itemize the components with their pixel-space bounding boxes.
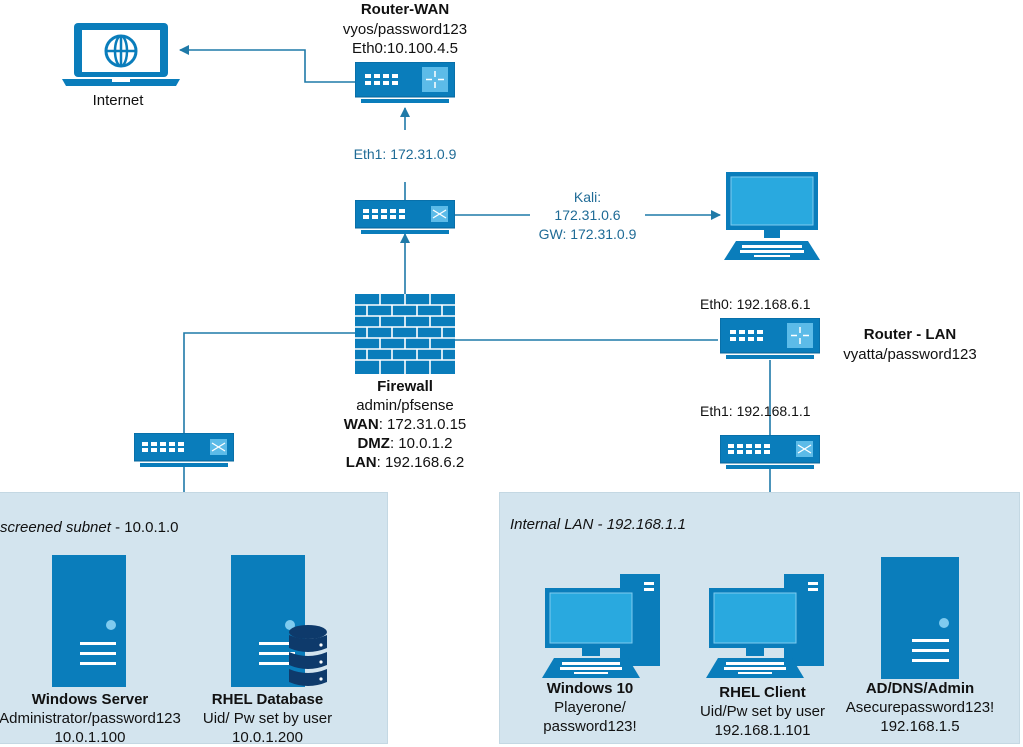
windows-server-icon[interactable]	[52, 555, 126, 687]
rhel-database-server-icon[interactable]	[231, 555, 331, 691]
rhel-database-ip: 10.0.1.200	[232, 729, 303, 746]
dmz-zone-title-rest: - 10.0.1.0	[110, 519, 179, 536]
router-lan-title-text: Router - LAN	[863, 326, 957, 343]
rhel-database-name-text: RHEL Database	[211, 691, 324, 708]
wire-router-wan-internet	[179, 45, 356, 83]
firewall-dmz-value: : 10.0.1.2	[389, 435, 453, 452]
internet-laptop-icon[interactable]	[62, 20, 180, 90]
router-lan-icon[interactable]	[720, 318, 820, 360]
database-icon	[289, 625, 327, 686]
windows10-name-text: Windows 10	[546, 680, 634, 697]
firewall-title: Firewall	[340, 377, 470, 396]
windows-server-name: Windows Server	[0, 690, 190, 709]
router-wan-title-text: Router-WAN	[360, 1, 450, 18]
router-lan-title: Router - LAN	[835, 325, 985, 344]
windows-server-name-text: Windows Server	[31, 691, 149, 708]
windows10-name: Windows 10	[520, 679, 660, 698]
firewall-lan: LAN: 192.168.6.2	[320, 453, 490, 472]
firewall-icon[interactable]	[355, 294, 455, 374]
kali-desktop-icon[interactable]	[722, 172, 822, 264]
lan-zone-title: Internal LAN - 192.168.1.1	[510, 516, 686, 533]
firewall-creds: admin/pfsense	[356, 397, 454, 414]
firewall-dmz-key: DMZ	[357, 435, 390, 452]
rhel-client-ip: 192.168.1.101	[714, 722, 811, 739]
rhel-database-name: RHEL Database	[185, 690, 350, 709]
router-wan-creds: vyos/password123	[342, 21, 468, 38]
kali-label-line3: GW: 172.31.0.9	[538, 226, 637, 242]
router-wan-title: Router-WAN	[330, 0, 480, 19]
lan-switch-icon[interactable]	[720, 435, 820, 471]
dmz-switch-icon[interactable]	[134, 433, 234, 469]
windows-server-ip: 10.0.1.100	[54, 729, 126, 746]
router-wan-icon[interactable]	[355, 62, 455, 104]
wire-firewall-dmz-switch	[183, 332, 356, 433]
firewall-wan-value: : 172.31.0.15	[378, 416, 467, 433]
top-switch-icon[interactable]	[355, 200, 455, 236]
ad-dns-name: AD/DNS/Admin	[845, 679, 995, 698]
rhel-client-name: RHEL Client	[690, 683, 835, 702]
rhel-database-creds: Uid/ Pw set by user	[202, 710, 333, 727]
router-lan-eth0: Eth0: 192.168.6.1	[700, 296, 811, 312]
rhel-client-pc-icon[interactable]	[704, 574, 826, 680]
firewall-wan-key: WAN	[343, 416, 379, 433]
dmz-zone-title-italic: screened subnet	[0, 519, 111, 536]
firewall-title-text: Firewall	[377, 378, 433, 395]
windows-server-creds: Administrator/password123	[0, 710, 181, 727]
windows10-user: Playerone/	[554, 699, 626, 716]
internet-label: Internet	[92, 92, 144, 109]
ad-dns-ip: 192.168.1.5	[880, 718, 960, 735]
firewall-lan-key: LAN	[345, 454, 377, 471]
kali-label-line2: 172.31.0.6	[554, 207, 621, 223]
router-lan-creds: vyatta/password123	[843, 346, 977, 363]
router-wan-eth0: Eth0:10.100.4.5	[352, 40, 458, 57]
windows10-pc-icon[interactable]	[540, 574, 662, 680]
firewall-dmz: DMZ: 10.0.1.2	[320, 434, 490, 453]
dmz-zone-title: screened subnet - 10.0.1.0	[0, 519, 178, 536]
ad-dns-password: Asecurepassword123!	[845, 699, 995, 716]
kali-label-line1: Kali:	[573, 189, 602, 205]
ad-dns-server-icon[interactable]	[881, 557, 959, 679]
firewall-lan-value: : 192.168.6.2	[376, 454, 465, 471]
firewall-wan: WAN: 172.31.0.15	[320, 415, 490, 434]
rhel-client-creds: Uid/Pw set by user	[699, 703, 826, 720]
rhel-client-name-text: RHEL Client	[719, 684, 806, 701]
ad-dns-name-text: AD/DNS/Admin	[865, 680, 975, 697]
router-lan-eth1: Eth1: 192.168.1.1	[700, 403, 811, 419]
router-wan-eth1: Eth1: 172.31.0.9	[353, 146, 457, 162]
windows10-password: password123!	[543, 718, 637, 735]
